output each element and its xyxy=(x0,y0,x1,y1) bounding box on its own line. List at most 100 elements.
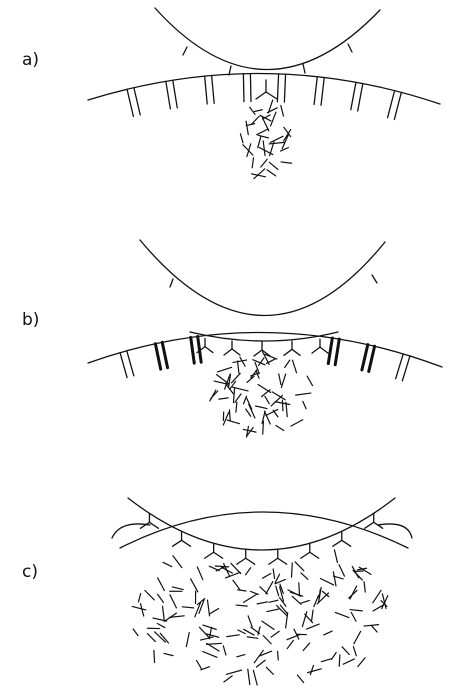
polymer-segment xyxy=(238,361,239,373)
polymer-segment xyxy=(217,367,231,372)
network-cluster xyxy=(210,352,313,437)
bridge-arm xyxy=(312,347,320,353)
linker-arm xyxy=(266,92,277,99)
ligand-prong xyxy=(250,74,251,102)
polymer-segment xyxy=(271,112,276,126)
bridge-arm xyxy=(149,522,158,528)
polymer-segment xyxy=(246,568,251,575)
upper-sphere-arc xyxy=(155,8,380,70)
lower-sphere-arc xyxy=(88,73,440,104)
ligand-stub xyxy=(362,345,375,372)
polymer-segment xyxy=(312,610,313,620)
polymer-segment xyxy=(238,590,246,591)
polymer-segment xyxy=(231,563,241,573)
polymer-segment xyxy=(358,568,367,569)
polymer-segment xyxy=(173,556,182,568)
polymer-segment xyxy=(281,162,291,163)
ligand-prong xyxy=(314,77,317,105)
upper-sphere-arc xyxy=(128,498,395,550)
polymer-segment xyxy=(297,675,303,682)
bridge-ligand xyxy=(284,341,300,355)
polymer-segment xyxy=(248,616,252,627)
polymer-segment xyxy=(233,388,234,403)
polymer-segment xyxy=(320,579,333,585)
polymer-segment xyxy=(261,159,267,167)
polymer-segment xyxy=(203,652,217,658)
polymer-segment xyxy=(332,653,337,660)
bridge-arm xyxy=(278,558,287,564)
polymer-segment xyxy=(237,655,245,657)
ligand-prong xyxy=(120,353,127,378)
polymer-segment xyxy=(334,550,337,563)
ligand-prong xyxy=(243,74,244,102)
ligand-prong xyxy=(127,89,133,116)
polymer-segment xyxy=(172,587,183,590)
polymer-segment xyxy=(292,360,296,373)
polymer-segment xyxy=(263,573,271,578)
bridge-arm xyxy=(292,349,300,355)
polymer-segment xyxy=(254,110,262,112)
bridge-arm xyxy=(237,558,246,564)
polymer-segment xyxy=(229,410,230,421)
polymer-segment xyxy=(163,562,172,566)
lower-sphere-arc xyxy=(120,512,408,548)
polymer-segment xyxy=(201,667,210,670)
polymer-segment xyxy=(281,106,284,117)
ligand-stub xyxy=(166,80,177,109)
ligand-prong xyxy=(388,91,395,118)
polymer-segment xyxy=(350,610,362,611)
polymer-segment xyxy=(256,406,267,409)
ligand-prong xyxy=(362,345,368,370)
polymer-segment xyxy=(308,669,322,673)
polymer-segment xyxy=(269,162,277,169)
bridge-ligand xyxy=(140,513,158,528)
polymer-segment xyxy=(227,635,239,637)
polymer-segment xyxy=(263,141,265,156)
polymer-segment xyxy=(247,398,252,409)
polymer-segment xyxy=(271,395,282,405)
ligand-stub xyxy=(396,354,410,381)
panel-c: c) xyxy=(0,490,449,688)
panel-b-diagram xyxy=(0,230,449,460)
polymer-segment xyxy=(250,107,255,114)
polymer-segment xyxy=(342,647,349,655)
polymer-segment xyxy=(182,607,193,608)
polymer-segment xyxy=(243,396,246,404)
bridge-arm xyxy=(374,522,383,528)
ligand-stub xyxy=(127,88,140,117)
polymer-segment xyxy=(276,426,284,431)
ligand-prong xyxy=(369,346,375,371)
polymer-segment xyxy=(303,401,306,408)
polymer-segment xyxy=(222,567,233,573)
polymer-segment xyxy=(269,600,278,602)
ligand-prong xyxy=(191,337,194,363)
outer-shell-arc xyxy=(378,524,412,538)
polymer-segment xyxy=(276,586,279,596)
polymer-segment xyxy=(358,658,365,667)
polymer-segment xyxy=(252,158,253,168)
ligand-stub xyxy=(155,342,167,369)
bridge-ligand xyxy=(254,342,270,356)
bridge-arm xyxy=(205,347,213,353)
polymer-segment xyxy=(364,625,379,626)
polymer-segment xyxy=(252,116,259,123)
polymer-segment xyxy=(265,354,277,359)
polymer-segment xyxy=(266,582,273,594)
upper-sphere-arc xyxy=(140,240,385,316)
bridge-arm xyxy=(284,349,292,355)
bridge-ligand xyxy=(365,513,383,528)
bridge-ligand xyxy=(269,549,287,564)
polymer-segment xyxy=(157,624,165,628)
polymer-segment xyxy=(287,640,293,648)
ligand-prong xyxy=(402,356,410,381)
ligand-stub xyxy=(205,75,215,104)
bridge-arm xyxy=(224,349,232,355)
polymer-segment xyxy=(253,670,257,685)
polymer-segment xyxy=(257,602,268,604)
polymer-segment xyxy=(254,169,265,179)
polymer-segment xyxy=(257,129,269,135)
polymer-segment xyxy=(296,393,311,395)
bridge-arm xyxy=(254,350,262,356)
bridge-arm xyxy=(333,540,342,546)
network-cluster xyxy=(132,550,388,685)
